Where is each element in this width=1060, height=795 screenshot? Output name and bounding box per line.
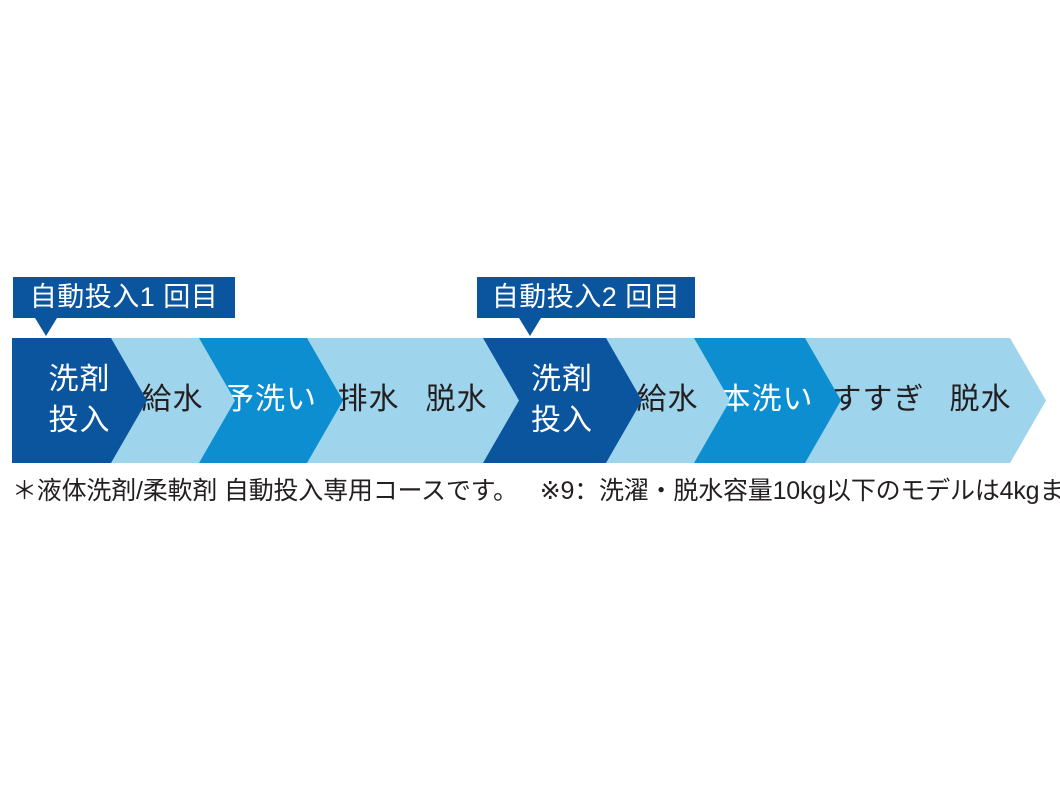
flow-step-label: 洗剤 投入 xyxy=(531,364,593,438)
flow-step-label: 脱水 xyxy=(426,384,488,416)
flow-step-line: 予洗い xyxy=(224,383,317,417)
callout-1-text: 自動投入1 回目 xyxy=(29,282,219,312)
flow-step-label: 脱水 xyxy=(950,384,1012,416)
flow-step-line: 給水 xyxy=(636,383,699,417)
callout-auto-dispense-1: 自動投入1 回目 xyxy=(13,277,235,318)
callout-2-text: 自動投入2 回目 xyxy=(491,282,681,312)
flow-step-label: 本洗い xyxy=(721,384,814,416)
flow-step-line: 排水 xyxy=(337,383,400,417)
flow-step-line: 脱水 xyxy=(425,383,488,417)
footnote-part-2: ※9：洗濯・脱水容量10kg以下のモデルは4kgまで。 xyxy=(539,477,1060,505)
flow-step-line: 投入 xyxy=(48,404,111,437)
footnote: ＊液体洗剤/柔軟剤 自動投入専用コースです。 ※9：洗濯・脱水容量10kg以下のモ… xyxy=(12,474,1060,508)
callout-auto-dispense-2: 自動投入2 回目 xyxy=(477,277,695,318)
footnote-part-1: ＊液体洗剤/柔軟剤 自動投入専用コースです。 xyxy=(12,477,518,505)
flow-step-label: 排水 xyxy=(338,384,400,416)
process-flow-band: 洗剤 投入 給水 予洗い 排水 脱水 洗剤 xyxy=(0,338,1060,463)
callout-2-pointer xyxy=(519,318,541,336)
flow-step-label: 予洗い xyxy=(224,384,317,416)
flow-step-line: 脱水 xyxy=(949,383,1012,417)
flow-step-line: すすぎ xyxy=(831,383,925,417)
flow-step-label: すすぎ xyxy=(832,384,925,416)
flow-step-label: 給水 xyxy=(637,384,699,416)
flow-step-line: 投入 xyxy=(531,404,593,437)
flow-step-line: 本洗い xyxy=(720,383,814,417)
flow-step-line: 給水 xyxy=(141,383,204,417)
callout-1-pointer xyxy=(35,318,57,336)
flow-step-line: 洗剤 xyxy=(531,362,593,396)
flow-step-label: 給水 xyxy=(142,384,204,416)
flow-step-label: 洗剤 投入 xyxy=(49,364,111,438)
flow-step-line: 洗剤 xyxy=(48,362,111,396)
